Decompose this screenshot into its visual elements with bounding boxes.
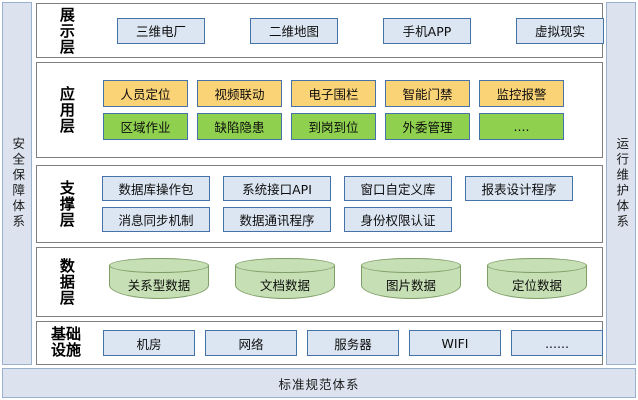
- node-image-data-label: 图片数据: [385, 277, 436, 293]
- layer-infrastructure-label-line2: 设施: [50, 341, 81, 359]
- node-message-sync-mechanism[interactable]: 消息同步机制: [102, 207, 210, 232]
- layer-support-body: 数据库操作包 系统接口API 窗口自定义库 报表设计程序 消息同步机制 数据通讯…: [95, 176, 602, 232]
- node-document-data-label: 文档数据: [259, 277, 310, 293]
- node-positioning-data-label: 定位数据: [511, 277, 562, 293]
- layer-presentation: 展示层 三维电厂 二维地图 手机APP 虚拟现实: [36, 3, 604, 58]
- layer-infrastructure-label-line1: 基础: [50, 325, 81, 344]
- node-personnel-positioning[interactable]: 人员定位: [103, 80, 188, 107]
- node-image-data[interactable]: 图片数据: [361, 258, 461, 306]
- node-outsourcing-management[interactable]: 外委管理: [385, 113, 470, 140]
- node-on-post-in-place[interactable]: 到岗到位: [291, 113, 376, 140]
- node-3d-power-plant[interactable]: 三维电厂: [117, 17, 205, 44]
- layer-infrastructure-body: 机房 网络 服务器 WIFI ......: [95, 330, 609, 356]
- node-row: 三维电厂 二维地图 手机APP 虚拟现实: [95, 17, 604, 44]
- node-row: 人员定位 视频联动 电子围栏 智能门禁 监控报警: [95, 80, 596, 107]
- node-network[interactable]: 网络: [205, 330, 297, 356]
- standards-specification-system-label: 标准规范体系: [278, 376, 360, 392]
- node-relational-data[interactable]: 关系型数据: [109, 258, 209, 306]
- node-smart-access-control[interactable]: 智能门禁: [385, 80, 470, 107]
- operation-maintenance-system-bar: 运行维护体系: [606, 2, 636, 365]
- layer-infrastructure-label: 基础 设施: [37, 325, 95, 359]
- layer-application-label: 应用层: [57, 86, 76, 134]
- node-window-custom-library[interactable]: 窗口自定义库: [344, 176, 452, 201]
- security-assurance-system-label: 安全保障体系: [10, 137, 26, 230]
- node-2d-map[interactable]: 二维地图: [250, 17, 338, 44]
- layer-support-label: 支撑层: [57, 180, 76, 228]
- cylinder-top-icon: [109, 258, 209, 273]
- node-relational-data-label: 关系型数据: [127, 277, 191, 293]
- node-row: 机房 网络 服务器 WIFI ......: [95, 330, 603, 356]
- node-data-communication-program[interactable]: 数据通讯程序: [223, 207, 331, 232]
- node-mobile-app[interactable]: 手机APP: [383, 17, 471, 44]
- node-area-operation[interactable]: 区域作业: [103, 113, 188, 140]
- node-video-linkage[interactable]: 视频联动: [197, 80, 282, 107]
- node-electronic-fence[interactable]: 电子围栏: [291, 80, 376, 107]
- layer-application: 应用层 人员定位 视频联动 电子围栏 智能门禁 监控报警 区域作业 缺陷隐患 到…: [36, 62, 603, 158]
- node-row: 区域作业 缺陷隐患 到岗到位 外委管理 ....: [95, 113, 596, 140]
- node-placeholder: [465, 207, 573, 232]
- node-server-room[interactable]: 机房: [103, 330, 195, 356]
- standards-specification-system-bar: 标准规范体系: [2, 368, 636, 398]
- node-more-infrastructure[interactable]: ......: [511, 330, 603, 356]
- layer-application-body: 人员定位 视频联动 电子围栏 智能门禁 监控报警 区域作业 缺陷隐患 到岗到位 …: [95, 80, 602, 140]
- node-server[interactable]: 服务器: [307, 330, 399, 356]
- layer-presentation-label: 展示层: [57, 6, 76, 55]
- node-identity-permission-auth[interactable]: 身份权限认证: [344, 207, 452, 232]
- node-more-application[interactable]: ....: [479, 113, 564, 140]
- node-report-design-program[interactable]: 报表设计程序: [465, 176, 573, 201]
- node-monitoring-alarm[interactable]: 监控报警: [479, 80, 564, 107]
- node-system-interface-api[interactable]: 系统接口API: [223, 176, 331, 201]
- node-positioning-data[interactable]: 定位数据: [487, 258, 587, 306]
- node-virtual-reality[interactable]: 虚拟现实: [516, 17, 604, 44]
- layer-support: 支撑层 数据库操作包 系统接口API 窗口自定义库 报表设计程序 消息同步机制 …: [36, 165, 603, 243]
- layer-presentation-body: 三维电厂 二维地图 手机APP 虚拟现实: [95, 17, 610, 44]
- layer-infrastructure: 基础 设施 机房 网络 服务器 WIFI ......: [36, 321, 603, 365]
- cylinder-top-icon: [487, 258, 587, 273]
- node-row: 消息同步机制 数据通讯程序 身份权限认证: [95, 207, 596, 232]
- node-wifi[interactable]: WIFI: [409, 330, 501, 356]
- cylinder-top-icon: [235, 258, 335, 273]
- layer-data-label: 数据层: [57, 258, 76, 306]
- layer-data: 数据层 关系型数据 文档数据 图片数据: [36, 247, 603, 317]
- node-row: 关系型数据 文档数据 图片数据 定位数据: [95, 258, 596, 306]
- node-row: 数据库操作包 系统接口API 窗口自定义库 报表设计程序: [95, 176, 596, 201]
- operation-maintenance-system-label: 运行维护体系: [614, 137, 630, 230]
- node-defect-hazard[interactable]: 缺陷隐患: [197, 113, 282, 140]
- security-assurance-system-bar: 安全保障体系: [2, 2, 32, 365]
- cylinder-top-icon: [361, 258, 461, 273]
- node-document-data[interactable]: 文档数据: [235, 258, 335, 306]
- node-database-operation-package[interactable]: 数据库操作包: [102, 176, 210, 201]
- layer-data-body: 关系型数据 文档数据 图片数据 定位数据: [95, 258, 602, 306]
